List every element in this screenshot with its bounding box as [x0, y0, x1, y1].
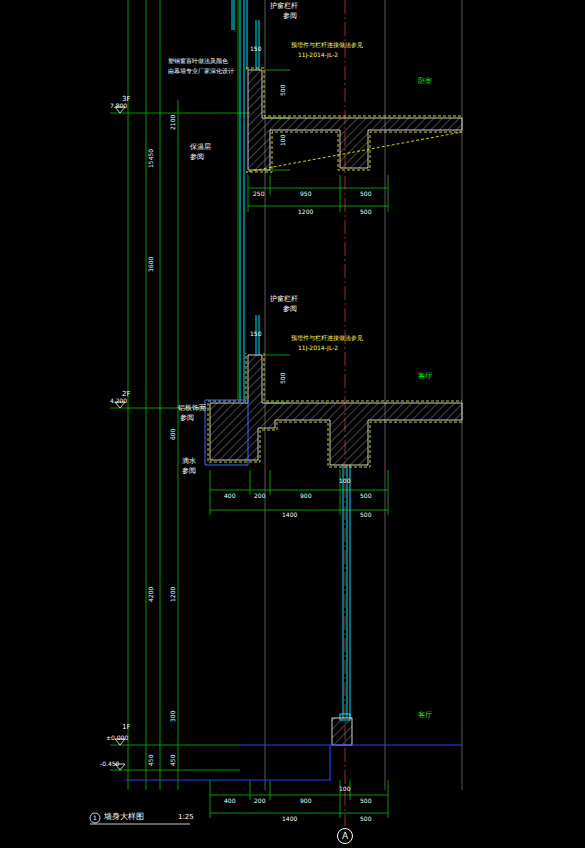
annotation-text: 滴水 [182, 458, 196, 465]
annotation-text: 500 [360, 493, 371, 499]
annotation-text: 500 [360, 816, 371, 822]
annotation-text: 卧室 [418, 78, 432, 85]
annotation-text: 客厅 [418, 712, 432, 719]
annotation-text: 400 [224, 798, 235, 804]
dimension-text: 15450 [148, 149, 154, 168]
annotation-text: 500 [360, 512, 371, 518]
dimension-text: 500 [280, 373, 286, 384]
annotation-text: 900 [300, 798, 311, 804]
annotation-text: 护窗栏杆 [270, 296, 298, 303]
dimension-text: 100 [280, 135, 286, 146]
annotation-text: 预埋件与栏杆连接做法参见 [291, 335, 363, 341]
annotation-text: 150 [250, 331, 261, 337]
annotation-text: 2F [122, 391, 130, 398]
annotation-text: 塑钢窗百叶做法及颜色 [168, 58, 228, 64]
annotation-text: 参阅 [283, 306, 297, 313]
annotation-text: 7.800 [110, 103, 127, 109]
annotation-text: 参阅 [180, 415, 194, 422]
dimension-text: 300 [170, 711, 176, 722]
annotation-text: 950 [300, 191, 311, 197]
annotation-text: 参阅 [283, 13, 297, 20]
annotation-text: -0.450 [100, 761, 119, 767]
annotation-text: 900 [300, 493, 311, 499]
annotation-text: ±0.000 [106, 735, 128, 741]
annotation-text: 400 [224, 493, 235, 499]
annotation-text: 500 [360, 191, 371, 197]
drawing-scale: 1:25 [178, 814, 194, 821]
annotation-text: 200 [254, 798, 265, 804]
annotation-text: 护窗栏杆 [270, 3, 298, 10]
annotation-text: 1200 [298, 209, 313, 215]
axis-label: A [342, 831, 348, 841]
dimension-text: 3600 [148, 257, 154, 272]
annotation-text: 预埋件与栏杆连接做法参见 [291, 42, 363, 48]
annotation-text: 3F [122, 96, 130, 103]
drawing-title: 墙身大样图 [104, 813, 144, 821]
annotation-text: 200 [254, 493, 265, 499]
annotation-text: 250 [253, 191, 264, 197]
annotation-text: 11J-2014-JL-2 [298, 345, 338, 351]
dimension-text: 4200 [148, 587, 154, 602]
dimension-text: 450 [148, 755, 154, 766]
annotation-text: 150 [250, 46, 261, 52]
annotation-text: 参阅 [182, 468, 196, 475]
annotation-text: 铝板饰面 [178, 405, 206, 412]
annotation-text: 1F [122, 724, 130, 731]
annotation-text: 1 [93, 815, 97, 821]
annotation-text: 500 [360, 209, 371, 215]
dimension-text: 450 [170, 755, 176, 766]
annotation-text: 1400 [282, 816, 297, 822]
annotation-text: 保温层 [190, 144, 211, 151]
annotation-text: 100 [339, 786, 350, 792]
dimension-text: 2100 [170, 115, 176, 130]
dimension-text: 1200 [170, 587, 176, 602]
grid-axis-bubble: A [337, 828, 353, 844]
annotation-text: 11J-2014-JL-2 [298, 52, 338, 58]
annotation-text: 4.200 [110, 398, 127, 404]
annotation-text: 1400 [282, 512, 297, 518]
dimension-text: 500 [280, 85, 286, 96]
annotation-text: 参阅 [190, 154, 204, 161]
dimension-text: 600 [170, 429, 176, 440]
annotation-text: 100 [339, 478, 350, 484]
annotation-text: 500 [360, 798, 371, 804]
annotation-text: 由幕墙专业厂家深化设计 [168, 68, 234, 74]
annotation-text: 客厅 [418, 373, 432, 380]
